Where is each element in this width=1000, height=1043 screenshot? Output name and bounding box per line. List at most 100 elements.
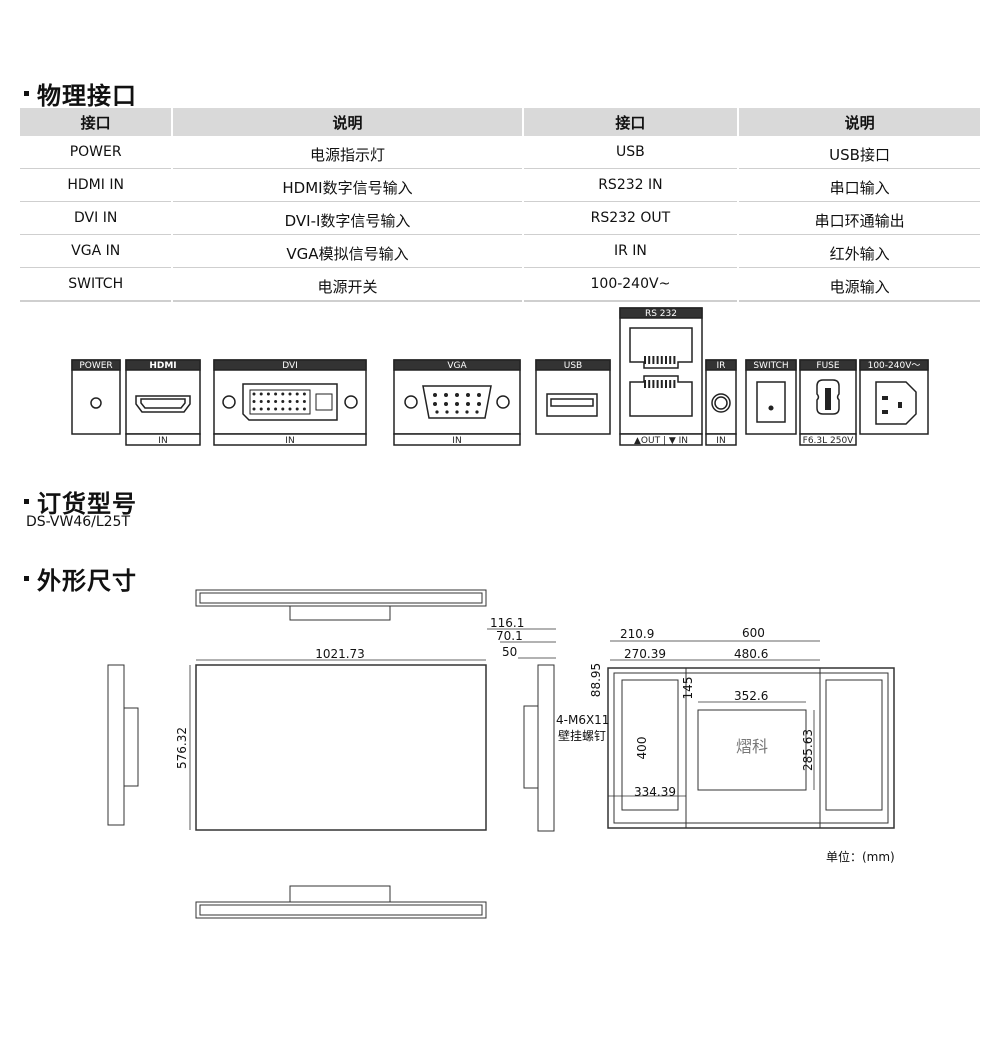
table-cell: HDMI IN: [20, 169, 172, 202]
table-row: POWER 电源指示灯 USB USB接口: [20, 136, 980, 169]
dim-270: 270.39: [624, 647, 666, 661]
section-title-text: 外形尺寸: [37, 567, 137, 595]
table-cell: VGA IN: [20, 235, 172, 268]
dim-88: 88.95: [589, 663, 603, 697]
port-label-ac: 100-240V～: [868, 361, 921, 371]
pin: [475, 410, 479, 414]
pin: [259, 392, 263, 396]
table-cell: 电源输入: [739, 268, 980, 302]
rj45-contact: [669, 356, 672, 364]
pin: [281, 392, 285, 396]
header-cell: 说明: [739, 108, 980, 136]
interface-table: 接口 说明 接口 说明 POWER 电源指示灯 USB USB接口 HDMI I…: [18, 108, 982, 302]
pin: [259, 407, 263, 411]
brand-logo: 熠科: [736, 737, 768, 756]
pin: [465, 410, 469, 414]
section-title-text: 订货型号: [37, 490, 137, 518]
rear-view: [607, 667, 895, 829]
dimension-lines: [189, 628, 820, 830]
pin: [295, 400, 299, 403]
port-label-fuse: FUSE: [816, 361, 839, 371]
hdmi-in-label: IN: [158, 436, 167, 446]
dim-depth-total: 116.1: [490, 616, 524, 630]
rs232-direction-label: ▲OUT | ▼ IN: [634, 436, 688, 446]
pin: [259, 400, 263, 403]
header-cell: 说明: [173, 108, 522, 136]
ir-in-label: IN: [716, 436, 725, 446]
front-view: [195, 664, 487, 831]
fuse-holder: [799, 359, 857, 446]
rj45-contact: [656, 356, 659, 364]
pin: [466, 393, 470, 397]
dim-334: 334.39: [634, 785, 676, 799]
table-row: HDMI IN HDMI数字信号输入 RS232 IN 串口输入: [20, 169, 980, 202]
pin: [274, 407, 278, 411]
table-cell: USB: [523, 136, 738, 169]
table-cell: IR IN: [523, 235, 738, 268]
port-label-hdmi: HDMI: [149, 361, 176, 371]
pin: [274, 392, 278, 396]
table-cell: USB接口: [739, 136, 980, 169]
dim-depth-panel: 50: [502, 645, 517, 659]
pin: [274, 400, 278, 403]
table-cell: HDMI数字信号输入: [173, 169, 522, 202]
dim-210: 210.9: [620, 627, 654, 641]
dim-352: 352.6: [734, 689, 768, 703]
table-cell: RS232 IN: [523, 169, 738, 202]
dvi-in-label: IN: [285, 436, 294, 446]
table-cell: DVI-I数字信号输入: [173, 202, 522, 235]
bullet-icon: [24, 575, 29, 581]
dim-400: 400: [635, 737, 649, 760]
header-cell: 接口: [20, 108, 172, 136]
rj45-contact: [648, 356, 651, 364]
rj45-contact: [652, 380, 655, 388]
pin: [433, 402, 437, 406]
pin: [477, 393, 481, 397]
pin: [433, 393, 437, 397]
table-cell: 串口环通输出: [739, 202, 980, 235]
dim-285: 285.63: [801, 729, 815, 771]
pin: [466, 402, 470, 406]
model-number: DS-VW46/L25T: [26, 514, 131, 530]
table-cell: RS232 OUT: [523, 202, 738, 235]
dim-480: 480.6: [734, 647, 768, 661]
pin: [295, 392, 299, 396]
pin: [266, 392, 270, 396]
pin: [288, 407, 292, 411]
ac-power-inlet: [859, 359, 929, 435]
table-cell: 串口输入: [739, 169, 980, 202]
table-cell: 电源开关: [173, 268, 522, 302]
top-view: [195, 589, 487, 621]
ir-port: [705, 359, 737, 446]
port-label-ir: IR: [717, 361, 726, 371]
table-cell: 电源指示灯: [173, 136, 522, 169]
pin: [266, 400, 270, 403]
table-cell: SWITCH: [20, 268, 172, 302]
pin: [455, 402, 459, 406]
pin: [302, 400, 306, 403]
dim-depth-mid: 70.1: [496, 629, 523, 643]
rj45-contact: [665, 356, 667, 364]
dim-height: 576.32: [175, 727, 189, 769]
pin: [252, 392, 256, 396]
rear-panel-diagram: POWER HDMI DVI VGA USB RS 232 IR SWITCH …: [71, 307, 929, 446]
table-cell: POWER: [20, 136, 172, 169]
port-label-power: POWER: [79, 361, 112, 371]
bottom-view: [195, 885, 487, 919]
dim-145: 145: [681, 677, 695, 700]
screw-label-1: 4-M6X11: [556, 713, 609, 727]
connector-pins: [252, 356, 676, 414]
port-label-vga: VGA: [447, 361, 467, 371]
table-cell: 红外输入: [739, 235, 980, 268]
screw-label-2: 壁挂螺钉: [558, 728, 606, 743]
section-title-model: 订货型号: [24, 484, 137, 519]
usb-port: [535, 359, 611, 435]
port-label-rs232: RS 232: [645, 309, 677, 319]
pin: [455, 410, 459, 414]
header-cell: 接口: [523, 108, 738, 136]
pin: [252, 400, 256, 403]
port-label-dvi: DVI: [282, 361, 298, 371]
dim-600: 600: [742, 626, 765, 640]
pin: [477, 402, 481, 406]
rj45-contact: [648, 380, 651, 388]
